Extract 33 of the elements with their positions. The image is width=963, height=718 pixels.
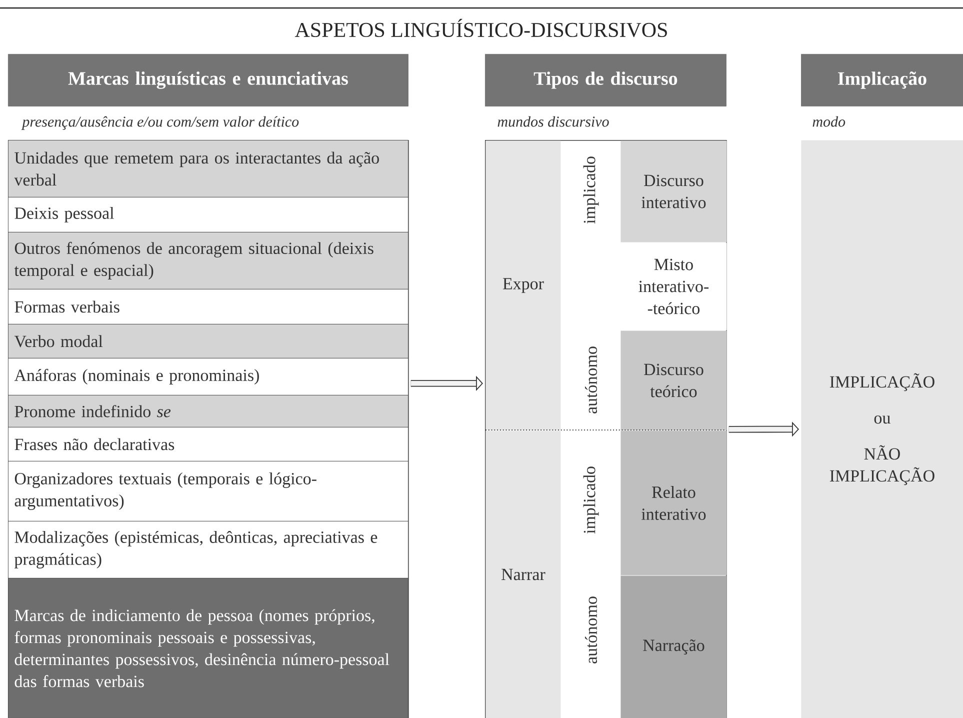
column-header: Implicação [801,54,963,106]
column-subtitle: mundos discursivo [498,116,609,127]
node-label: Misto interativo- -teórico [638,258,709,314]
vertical-label: autónomo [585,346,597,414]
vertical-label: autónomo [585,596,597,664]
discourse-cell: Discurso teórico [620,330,727,430]
list-row: Deixis pessoal [8,197,408,232]
list-row: Anáforas (nominais e pronominais) [8,358,408,396]
list-row: Modalizações (epistémicas, deônticas, apreciativas e pragmáticas) [8,521,408,578]
column-subtitle: presença/ausência e/ou com/sem valor deítico [21,116,299,130]
list-row: Unidades que remetem para os interactantes da ação verbal [8,140,408,198]
node-label: Narrar [502,568,546,580]
list-row: Organizadores textuais (temporais e lógico-argumentativos) [8,461,408,522]
list-row: Frases não declarativas [8,427,408,462]
list-row: Formas verbais [8,289,408,324]
category-band: Narrar [486,430,561,718]
list-row: Outros fenómenos de ancoragem situacional (deixis temporal e espacial) [8,232,408,290]
vertical-label: implicado [583,156,599,224]
node-label: Expor [502,278,544,293]
vertical-label: implicado [583,466,599,534]
column-subtitle: modo [812,116,846,127]
discourse-cell: Relato interativo [620,430,727,576]
list-row: Verbo modal [8,324,408,358]
list-row: Marcas de indiciamento de pessoa (nomes próprios, formas pronominais pessoais e possessivas, determinantes possessivos, desinência número-pessoal das formas verbais [8,578,408,718]
column-header: Tipos de discurso [485,54,726,106]
discourse-cell: Narração [620,576,727,718]
title: ASPETOS LINGUÍSTICO-DISCURSIVOS [294,18,667,38]
category-band: Expor [486,140,561,430]
list-row: Pronome indefinido se [8,395,408,428]
column-header: Marcas linguísticas e enunciativas [8,54,408,106]
discourse-cell: Discurso interativo [620,140,727,242]
implication-panel: IMPLICAÇÃO ou NÃO IMPLICAÇÃO [801,140,963,718]
discourse-cell: Misto interativo- -teórico [620,242,727,330]
